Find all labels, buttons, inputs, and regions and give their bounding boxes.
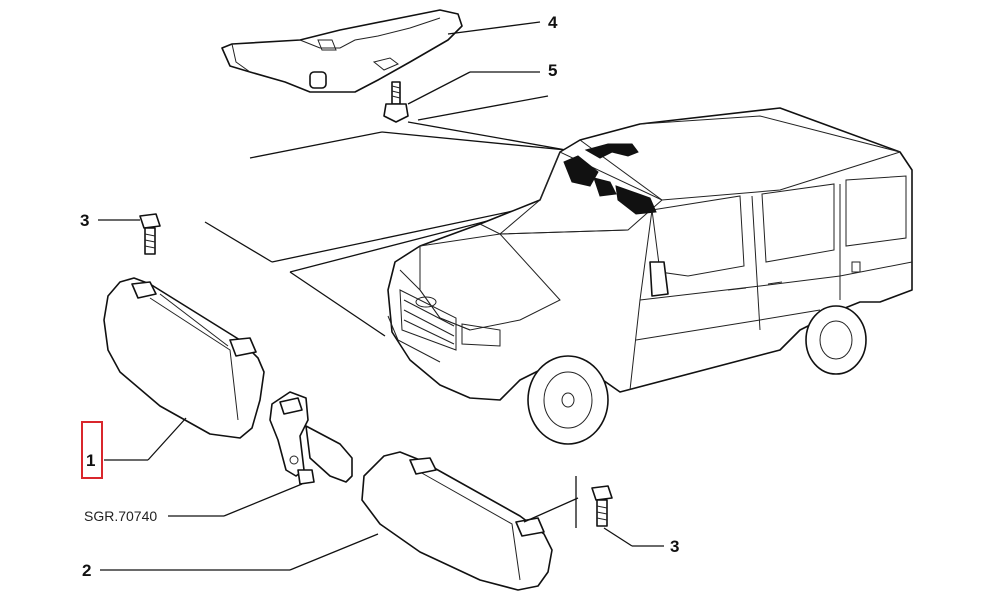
- label-1-highlight-box: [81, 421, 103, 479]
- leader-line-4: [447, 21, 541, 35]
- leader-line-5: [407, 71, 471, 105]
- label-2: 2: [82, 561, 91, 580]
- label-3-right: 3: [670, 537, 679, 556]
- mirror-bracket-part: [269, 391, 353, 485]
- vehicle-leader-lines: [204, 95, 585, 337]
- reference-code: SGR.70740: [84, 508, 157, 524]
- sun-visor-left-part: [103, 277, 265, 439]
- screw-left-part: [139, 213, 161, 255]
- label-1: 1: [86, 451, 95, 470]
- label-4: 4: [548, 13, 558, 32]
- screw-right-part: [591, 485, 613, 527]
- sun-visor-right-part: [361, 451, 553, 591]
- leader-line-3-right: [603, 527, 633, 547]
- vehicle-illustration: [387, 107, 913, 445]
- grab-handle-part: [221, 9, 463, 93]
- bolt-part: [383, 81, 409, 123]
- label-5: 5: [548, 61, 557, 80]
- label-3-left: 3: [80, 211, 89, 230]
